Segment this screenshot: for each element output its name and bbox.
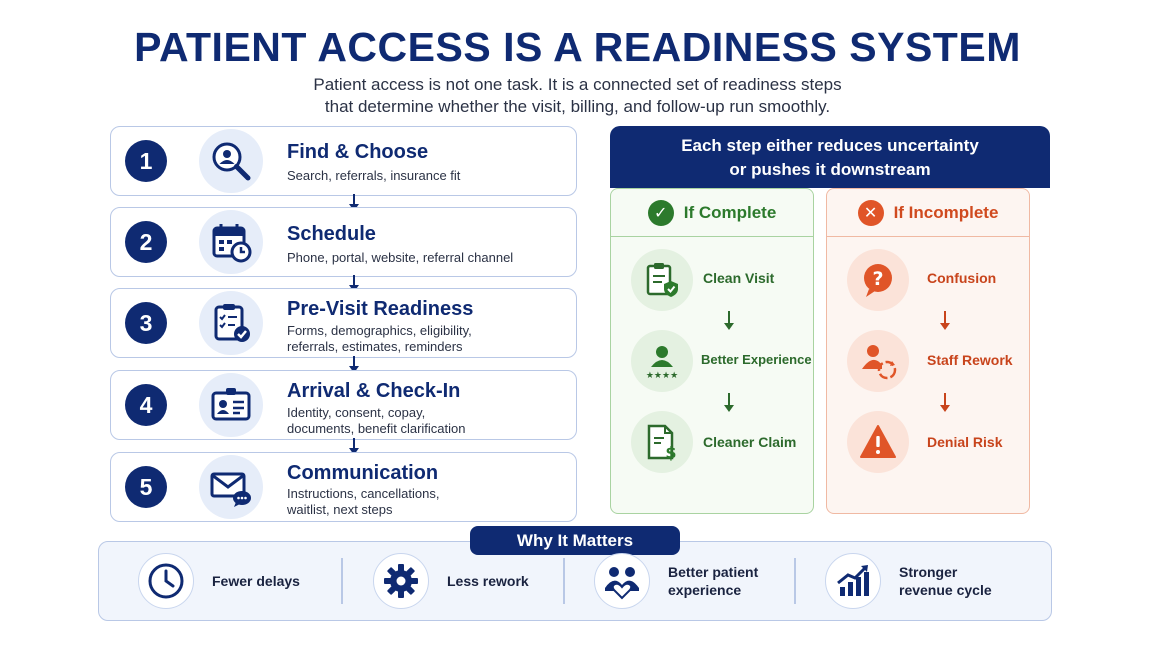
step-card-3: 3 Pre-Visit Readiness Forms, demographic… — [110, 288, 577, 358]
why-item-line: Better patient — [668, 564, 759, 580]
warning-triangle-icon — [847, 411, 909, 473]
step-title: Communication — [287, 462, 439, 484]
why-item-better-patient-experience: Better patient experience — [594, 553, 758, 609]
why-item-fewer-delays: Fewer delays — [138, 553, 300, 609]
outcome-clean-visit: Clean Visit — [703, 270, 775, 286]
step-title: Schedule — [287, 223, 376, 245]
svg-text:$: $ — [665, 443, 676, 461]
panel-heading-line-2: or pushes it downstream — [729, 160, 931, 179]
step-number: 2 — [125, 221, 167, 263]
check-circle-icon: ✓ — [647, 199, 674, 226]
envelope-chat-icon — [199, 455, 263, 519]
step-card-2: 2 Schedule Phone, portal, website, refer… — [110, 207, 577, 277]
subtitle-line-2: that determine whether the visit, billin… — [324, 97, 831, 116]
outcome-better-experience: Better Experience — [701, 352, 812, 367]
why-it-matters-label: Why It Matters — [470, 526, 680, 555]
step-number: 5 — [125, 466, 167, 508]
step-description: Phone, portal, website, referral channel — [287, 250, 514, 265]
step-description-line: documents, benefit clarification — [287, 421, 466, 436]
panel-heading-line-1: Each step either reduces uncertainty — [681, 136, 979, 155]
step-description: Forms, demographics, eligibility, referr… — [287, 323, 472, 355]
if-complete-label: If Complete — [683, 202, 777, 222]
if-complete-header: ✓ If Complete — [611, 189, 813, 237]
step-description: Identity, consent, copay, documents, ben… — [287, 405, 465, 437]
step-description: Instructions, cancellations, waitlist, n… — [287, 486, 439, 518]
page-title: PATIENT ACCESS IS A READINESS SYSTEM — [134, 24, 1021, 70]
outcome-cleaner-claim: Cleaner Claim — [703, 434, 797, 450]
arrow-down-icon — [940, 311, 950, 330]
outcome-panel-heading: Each step either reduces uncertainty or … — [610, 126, 1050, 188]
step-description-line: referrals, estimates, reminders — [287, 339, 463, 354]
step-number: 3 — [125, 302, 167, 344]
clock-icon — [138, 553, 194, 609]
svg-text:?: ? — [872, 268, 883, 290]
step-title: Pre-Visit Readiness — [287, 298, 474, 320]
calendar-clock-icon — [199, 210, 263, 274]
arrow-down-icon — [349, 356, 359, 373]
page-subtitle: Patient access is not one task. It is a … — [0, 74, 1155, 118]
search-person-icon — [199, 129, 263, 193]
outcome-denial-risk: Denial Risk — [927, 434, 1003, 450]
step-description-line: waitlist, next steps — [287, 502, 393, 517]
arrow-down-icon — [724, 311, 734, 330]
arrow-down-icon — [724, 393, 734, 412]
clipboard-shield-icon — [631, 249, 693, 311]
why-item-less-rework: Less rework — [373, 553, 529, 609]
step-number: 4 — [125, 384, 167, 426]
checklist-icon — [199, 291, 263, 355]
user-rating-icon: ★★★★ — [631, 330, 693, 392]
step-description-line: Forms, demographics, eligibility, — [287, 323, 472, 338]
if-incomplete-header: ✕ If Incomplete — [827, 189, 1029, 237]
outcome-confusion: Confusion — [927, 270, 997, 286]
why-item-text: Stronger revenue cycle — [899, 563, 992, 599]
divider — [341, 558, 343, 604]
step-card-1: 1 Find & Choose Search, referrals, insur… — [110, 126, 577, 196]
why-item-stronger-revenue-cycle: Stronger revenue cycle — [825, 553, 992, 609]
step-number: 1 — [125, 140, 167, 182]
why-item-line: experience — [668, 582, 742, 598]
if-complete-column: ✓ If Complete Clean Visit ★★★★ Better Ex… — [610, 188, 814, 514]
arrow-down-icon — [349, 438, 359, 455]
x-circle-icon: ✕ — [857, 199, 884, 226]
divider — [794, 558, 796, 604]
question-bubble-icon: ? — [847, 249, 909, 311]
subtitle-line-1: Patient access is not one task. It is a … — [313, 75, 842, 94]
why-item-line: Stronger — [899, 564, 958, 580]
staff-rework-icon — [847, 330, 909, 392]
step-description-line: Instructions, cancellations, — [287, 486, 440, 501]
svg-text:★★★★: ★★★★ — [646, 371, 678, 381]
why-item-text: Better patient experience — [668, 563, 758, 599]
step-title: Arrival & Check-In — [287, 380, 461, 402]
gear-icon — [373, 553, 429, 609]
outcome-staff-rework: Staff Rework — [927, 352, 1013, 368]
why-item-text: Less rework — [447, 573, 529, 589]
step-description-line: Identity, consent, copay, — [287, 405, 426, 420]
why-item-text: Fewer delays — [212, 573, 300, 589]
arrow-down-icon — [940, 393, 950, 412]
id-badge-icon — [199, 373, 263, 437]
step-description: Search, referrals, insurance fit — [287, 168, 461, 183]
why-item-line: revenue cycle — [899, 582, 992, 598]
people-heart-icon — [594, 553, 650, 609]
step-card-4: 4 Arrival & Check-In Identity, consent, … — [110, 370, 577, 440]
document-dollar-icon: $ — [631, 411, 693, 473]
step-title: Find & Choose — [287, 141, 429, 163]
if-incomplete-label: If Incomplete — [893, 202, 999, 222]
if-incomplete-column: ✕ If Incomplete ? Confusion Staff Rework… — [826, 188, 1030, 514]
step-card-5: 5 Communication Instructions, cancellati… — [110, 452, 577, 522]
growth-chart-icon — [825, 553, 881, 609]
divider — [563, 558, 565, 604]
